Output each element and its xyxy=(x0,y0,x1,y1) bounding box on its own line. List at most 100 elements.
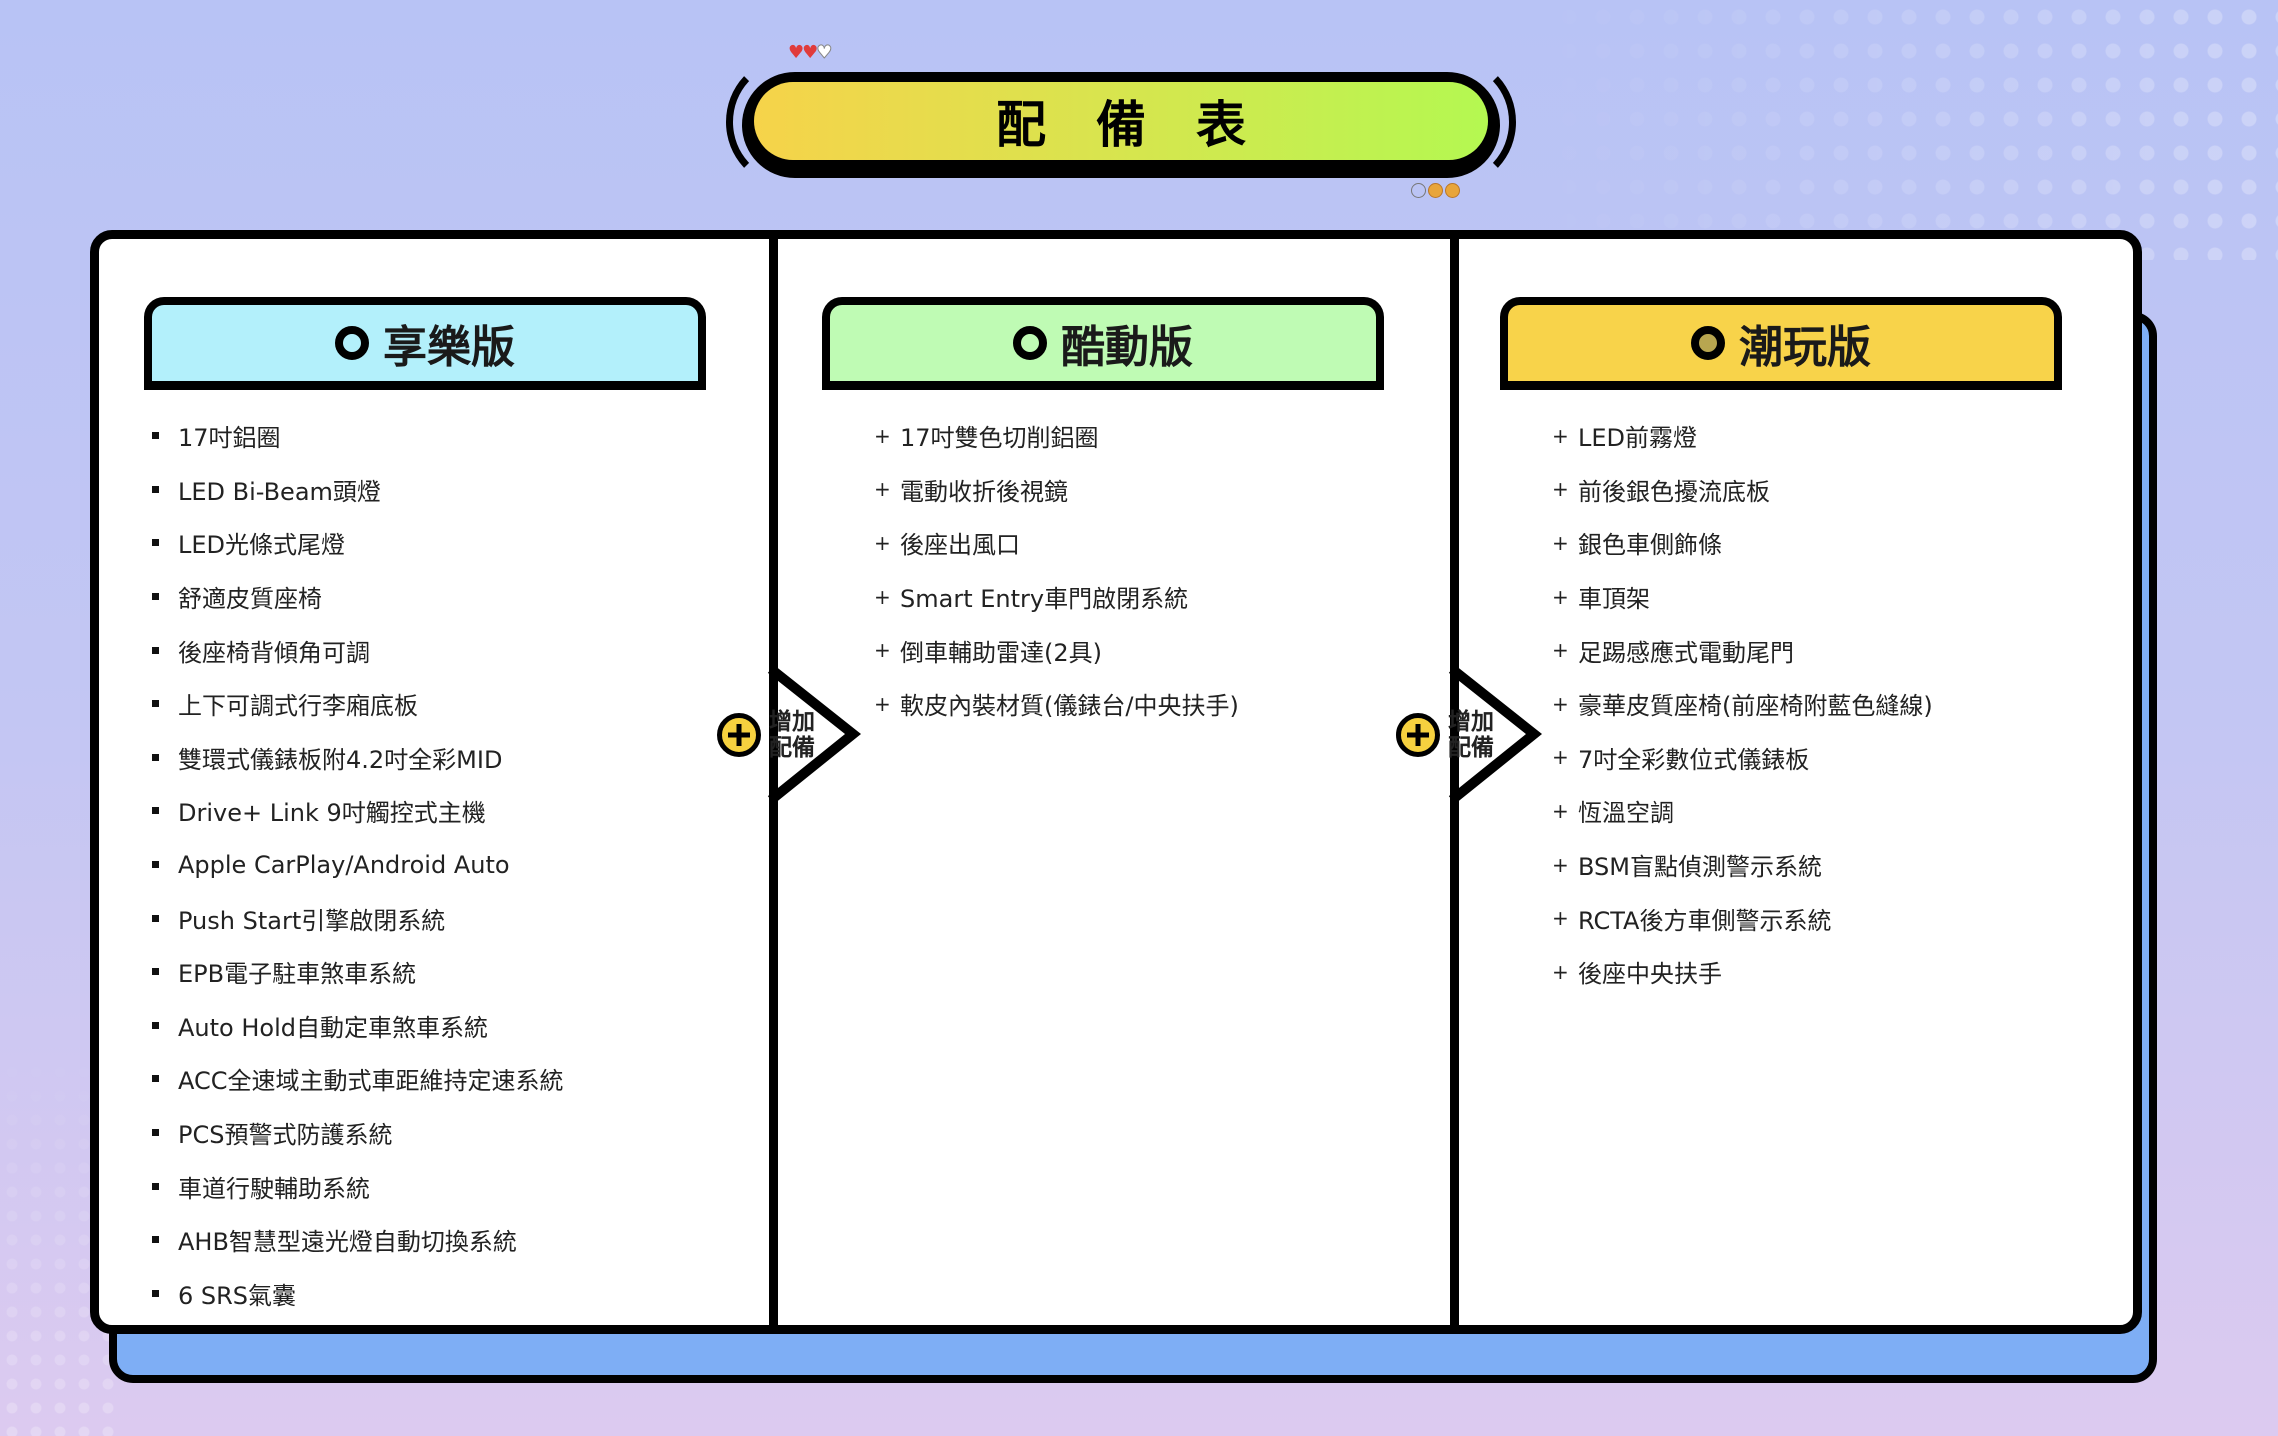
feature-item: 6 SRS氣囊 xyxy=(152,1267,564,1321)
right-bracket xyxy=(1396,58,1516,186)
add-equipment-badge: 增加配備 xyxy=(717,709,819,761)
bullet-icon xyxy=(152,1129,159,1137)
feature-item: 17吋鋁圈 xyxy=(152,409,564,463)
feature-text: 銀色車側飾條 xyxy=(1578,531,1722,560)
add-label: 增加 xyxy=(769,709,815,735)
feature-text: AHB智慧型遠光燈自動切換系統 xyxy=(178,1228,517,1257)
bullet-icon xyxy=(152,539,159,547)
bullet-icon xyxy=(152,1075,159,1083)
circle-icon xyxy=(335,326,369,360)
feature-text: Apple CarPlay/Android Auto xyxy=(178,850,510,879)
feature-text: EPB電子駐車煞車系統 xyxy=(178,960,417,989)
feature-text: 倒車輔助雷達(2具) xyxy=(900,638,1102,667)
feature-item: 舒適皮質座椅 xyxy=(152,570,564,624)
plus-marker: + xyxy=(874,638,891,663)
feature-item: Apple CarPlay/Android Auto xyxy=(152,838,564,892)
plus-marker: + xyxy=(874,530,891,555)
bullet-icon xyxy=(152,1289,159,1297)
plus-marker: + xyxy=(1552,745,1569,770)
feature-item: +LED前霧燈 xyxy=(1552,409,1933,463)
column-title: 享樂版 xyxy=(383,322,515,373)
bullet-icon xyxy=(152,485,159,493)
plus-marker: + xyxy=(874,423,891,448)
feature-item: Auto Hold自動定車煞車系統 xyxy=(152,999,564,1053)
bullet-icon xyxy=(152,646,159,654)
feature-item: LED Bi-Beam頭燈 xyxy=(152,463,564,517)
bullet-icon xyxy=(152,968,159,976)
feature-text: Auto Hold自動定車煞車系統 xyxy=(178,1013,488,1042)
plus-marker: + xyxy=(1552,638,1569,663)
feature-text: LED Bi-Beam頭燈 xyxy=(178,477,381,506)
add-equipment-badge: 增加配備 xyxy=(1396,709,1498,761)
feature-item: +足踢感應式電動尾門 xyxy=(1552,623,1933,677)
feature-item: EPB電子駐車煞車系統 xyxy=(152,945,564,999)
feature-text: 6 SRS氣囊 xyxy=(178,1281,297,1310)
feature-text: 後座中央扶手 xyxy=(1578,960,1722,989)
column-title: 酷動版 xyxy=(1061,322,1193,373)
chevron-arrow-icon xyxy=(767,667,862,802)
plus-circle-icon xyxy=(717,713,761,757)
feature-text: RCTA後方車側警示系統 xyxy=(1578,906,1832,935)
feature-item: + 後座出風口 xyxy=(874,516,1239,570)
plus-marker: + xyxy=(874,584,891,609)
feature-list-enjoy: 17吋鋁圈 LED Bi-Beam頭燈 LED光條式尾燈舒適皮質座椅後座椅背傾角可調… xyxy=(152,409,564,1320)
title-banner: 配備表 ♥♥♥ xyxy=(726,42,1516,198)
feature-text: 軟皮內裝材質(儀錶台/中央扶手) xyxy=(900,692,1239,721)
plus-marker: + xyxy=(1552,584,1569,609)
circle-icon xyxy=(1691,326,1725,360)
bullet-icon xyxy=(152,1182,159,1190)
feature-text: 舒適皮質座椅 xyxy=(178,585,322,614)
feature-item: + 軟皮內裝材質(儀錶台/中央扶手) xyxy=(874,677,1239,731)
feature-item: +電動收折後視鏡 xyxy=(874,463,1239,517)
feature-text: LED光條式尾燈 xyxy=(178,531,346,560)
feature-item: AHB智慧型遠光燈自動切換系統 xyxy=(152,1213,564,1267)
feature-text: 7吋全彩數位式儀錶板 xyxy=(1578,745,1810,774)
feature-text: 雙環式儀錶板附4.2吋全彩MID xyxy=(178,745,503,774)
feature-item: 雙環式儀錶板附4.2吋全彩MID xyxy=(152,731,564,785)
feature-text: 17吋鋁圈 xyxy=(178,424,281,453)
hearts-icon: ♥♥♥ xyxy=(788,42,833,64)
feature-item: 車道行駛輔助系統 xyxy=(152,1159,564,1213)
chevron-arrow-icon xyxy=(1448,667,1543,802)
feature-item: Push Start引擎啟閉系統 xyxy=(152,891,564,945)
feature-item: +17吋雙色切削鋁圈 xyxy=(874,409,1239,463)
add-label: 配備 xyxy=(769,735,815,761)
bullet-icon xyxy=(152,753,159,761)
feature-text: 上下可調式行李廂底板 xyxy=(178,692,418,721)
feature-item: LED光條式尾燈 xyxy=(152,516,564,570)
feature-item: +銀色車側飾條 xyxy=(1552,516,1933,570)
feature-text: 後座椅背傾角可調 xyxy=(178,638,370,667)
plus-marker: + xyxy=(1552,852,1569,877)
plus-marker: + xyxy=(1552,959,1569,984)
feature-text: 後座出風口 xyxy=(900,531,1020,560)
bullet-icon xyxy=(152,861,159,869)
feature-item: +車頂架 xyxy=(1552,570,1933,624)
feature-text: 前後銀色擾流底板 xyxy=(1578,477,1770,506)
feature-text: Push Start引擎啟閉系統 xyxy=(178,906,446,935)
left-bracket xyxy=(726,58,846,186)
feature-item: 後座椅背傾角可調 xyxy=(152,623,564,677)
column-header-enjoy: 享樂版 xyxy=(144,297,706,390)
feature-text: 17吋雙色切削鋁圈 xyxy=(900,424,1099,453)
bullet-icon xyxy=(152,700,159,708)
bullet-icon xyxy=(152,914,159,922)
plus-marker: + xyxy=(874,691,891,716)
feature-text: 豪華皮質座椅(前座椅附藍色縫線) xyxy=(1578,692,1933,721)
title-pill: 配備表 xyxy=(742,72,1500,178)
bullet-icon xyxy=(152,1236,159,1244)
feature-text: LED前霧燈 xyxy=(1578,424,1698,453)
plus-marker: + xyxy=(1552,691,1569,716)
bullet-icon xyxy=(152,593,159,601)
feature-item: +7吋全彩數位式儀錶板 xyxy=(1552,731,1933,785)
feature-item: +恆溫空調 xyxy=(1552,784,1933,838)
bullet-icon xyxy=(152,1021,159,1029)
bullet-icon xyxy=(152,807,159,815)
column-divider xyxy=(1450,239,1459,1325)
feature-item: Drive+ Link 9吋觸控式主機 xyxy=(152,784,564,838)
column-header-trend: 潮玩版 xyxy=(1500,297,2062,390)
column-header-cool: 酷動版 xyxy=(822,297,1384,390)
plus-marker: + xyxy=(1552,798,1569,823)
add-label: 增加 xyxy=(1448,709,1494,735)
feature-text: 車道行駛輔助系統 xyxy=(178,1174,370,1203)
coins-icon xyxy=(1411,183,1460,198)
